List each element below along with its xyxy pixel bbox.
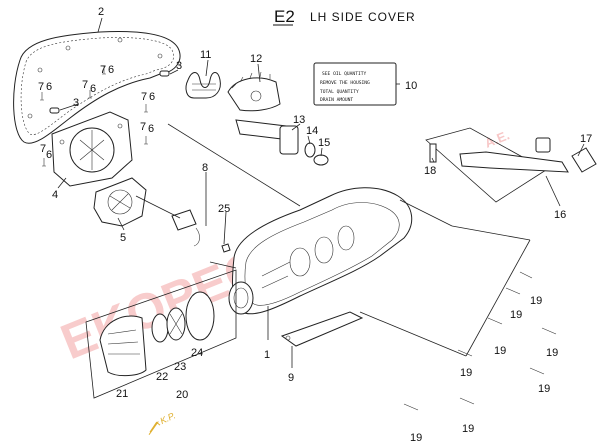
part-9-bracket: [280, 311, 364, 347]
label-line-2: REMOVE THE HOUSING: [320, 80, 370, 86]
callout-19-d: 19: [546, 347, 558, 359]
callout-1: 1: [264, 349, 270, 361]
part-25-screw: [221, 243, 231, 253]
part-18-bolt: [429, 143, 437, 163]
callout-19-f: 19: [538, 383, 550, 395]
callout-20: 20: [176, 389, 188, 401]
callout-16: 16: [554, 209, 566, 221]
callout-21: 21: [116, 388, 128, 400]
callout-3-lower: 3: [73, 97, 79, 109]
part-5-fan-plate: [93, 177, 147, 227]
callout-11: 11: [200, 49, 211, 61]
callout-19-e: 19: [460, 367, 472, 379]
part-23-mesh: [166, 307, 186, 341]
screw-group-6-7: [40, 66, 148, 167]
callout-25: 25: [218, 203, 230, 215]
part-20-group-frame: [85, 269, 237, 399]
part-13-kick-shaft: [235, 119, 299, 155]
part-14-washer: [304, 142, 316, 158]
diagram-code: E2: [274, 7, 295, 26]
callout-19-g: 19: [410, 432, 422, 444]
callout-2: 2: [98, 6, 104, 18]
diagram-title: LH SIDE COVER: [310, 10, 416, 24]
callout-6-f: 6: [46, 149, 52, 161]
callout-13: 13: [293, 114, 305, 126]
callout-19-c: 19: [494, 345, 506, 357]
callout-7-b: 7: [82, 79, 88, 91]
callout-4: 4: [52, 189, 58, 201]
callout-10: 10: [405, 80, 417, 92]
part-11-spring: [185, 72, 221, 99]
part-3-dowel-pin-lower: [49, 107, 60, 114]
label-line-3: TOTAL QUANTITY: [320, 89, 359, 95]
callout-15: 15: [318, 137, 330, 149]
part-1-lh-side-cover: [228, 187, 413, 315]
callout-6-b: 6: [90, 83, 96, 95]
part-2-outer-cover: [13, 31, 181, 144]
part-12-kick-gear: [227, 71, 281, 112]
callout-7-d: 7: [141, 91, 147, 103]
callout-6-c: 6: [108, 64, 114, 76]
callout-7-e: 7: [140, 121, 146, 133]
callouts: 2 3 3 7 6 7 6 7 6 7 6 7 6 7 6 4 5 8 11 1…: [38, 6, 592, 444]
callout-19-h: 19: [462, 423, 474, 435]
callout-18: 18: [424, 165, 436, 177]
callout-19-a: 19: [530, 295, 542, 307]
callout-12: 12: [250, 53, 262, 65]
callout-14: 14: [306, 125, 318, 137]
callout-9: 9: [288, 372, 294, 384]
part-3-dowel-pin-upper: [159, 70, 170, 77]
watermark-suffix: A.E.: [483, 127, 512, 150]
part-24-clamp: [185, 291, 215, 341]
part-4-fan-cover: [51, 111, 133, 187]
part-22-filter: [151, 313, 169, 343]
callout-8: 8: [202, 162, 208, 174]
callout-24: 24: [191, 347, 203, 359]
callout-6-e: 6: [148, 123, 154, 135]
label-line-1: SEE OIL QUANTITY: [322, 71, 366, 77]
callout-7-c: 7: [100, 64, 106, 76]
part-16-kick-lever: [425, 127, 569, 203]
callout-22: 22: [156, 371, 168, 383]
callout-17: 17: [580, 133, 592, 145]
callout-19-b: 19: [510, 309, 522, 321]
leader-lines: [57, 17, 585, 368]
stamp: K.P.: [148, 410, 177, 435]
part-17-pedal: [571, 147, 597, 173]
callout-6-d: 6: [149, 91, 155, 103]
part-8-hose-clip: [171, 209, 200, 247]
callout-7-f: 7: [40, 143, 46, 155]
callout-7-a: 7: [38, 81, 44, 93]
callout-5: 5: [120, 232, 126, 244]
callout-23: 23: [174, 361, 186, 373]
part-21-intake-duct: [99, 315, 147, 377]
part-19-bolts: [403, 271, 557, 411]
part-10-label-plate: SEE OIL QUANTITY REMOVE THE HOUSING TOTA…: [313, 62, 397, 106]
label-line-4: DRAIN AMOUNT: [320, 97, 353, 103]
callout-3-upper: 3: [176, 60, 182, 72]
part-15-circlip: [313, 154, 329, 166]
stamp-text: K.P.: [158, 410, 177, 426]
callout-6-a: 6: [46, 81, 52, 93]
